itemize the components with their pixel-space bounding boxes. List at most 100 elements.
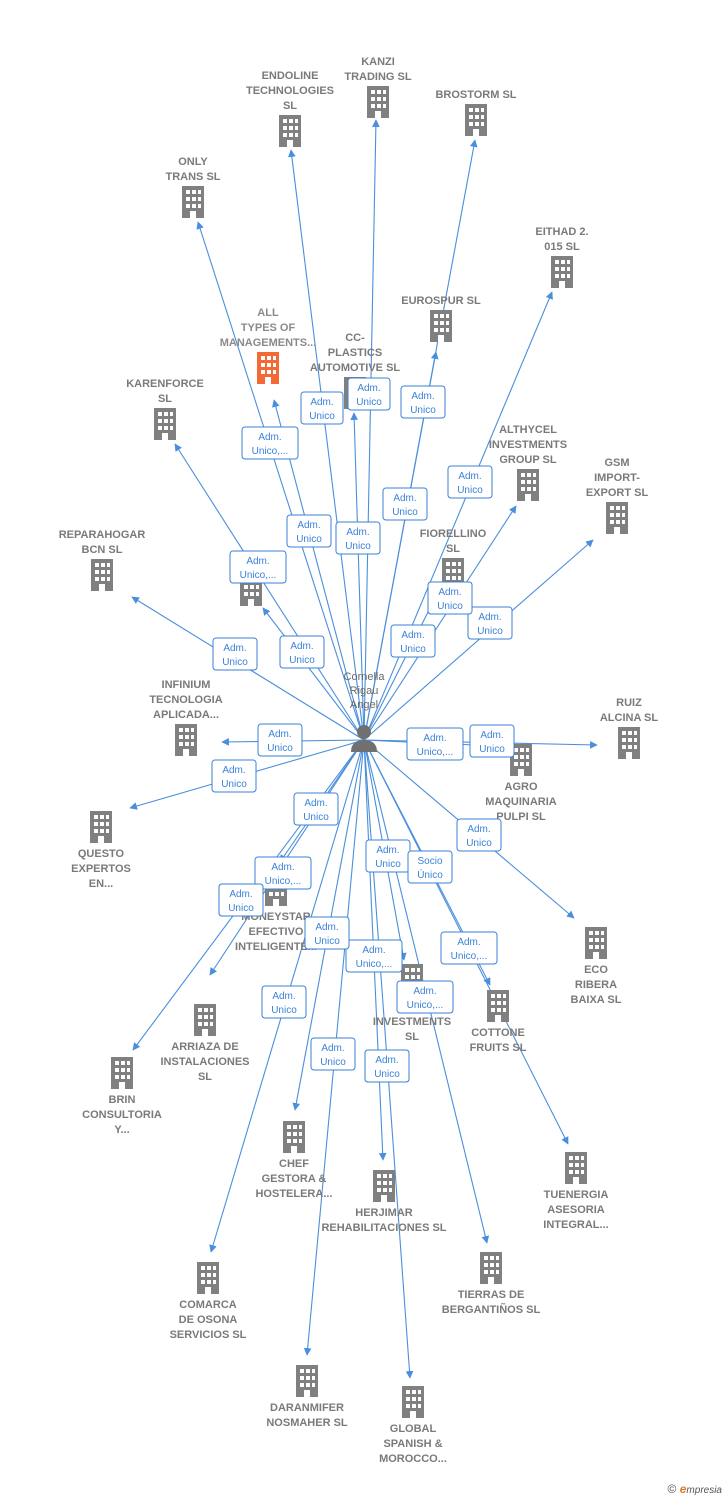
building-icon (606, 502, 628, 534)
edge-karenforce (174, 443, 365, 741)
company-name-line: TRADING SL (344, 71, 412, 83)
edge-label-eco[interactable]: Adm.Unico (456, 818, 502, 852)
role-text: Adm. (321, 1043, 344, 1054)
edge-label-box (212, 637, 258, 671)
edge-label-ruiz[interactable]: Adm.Unico (469, 724, 515, 758)
edge-label-moneystar[interactable]: Adm. Unico (293, 792, 339, 826)
edge-label-comarca[interactable]: Adm.Unico (304, 916, 350, 950)
edge-label-tuenergia[interactable]: Adm.Unico,... (396, 980, 454, 1014)
edge-label-cottone[interactable]: Adm.Unico,... (440, 931, 498, 965)
company-node-eithad[interactable]: EITHAD 2.015 SL (535, 226, 589, 288)
edge-label-moneystar2[interactable]: Adm.Unico,... (254, 856, 312, 890)
role-text: Adm. (223, 643, 246, 654)
company-name-line: PULPI SL (496, 811, 546, 823)
role-text: Unico,... (240, 570, 277, 581)
company-name-line: BERGANTIÑOS SL (442, 1303, 541, 1316)
edge-label-fiorellino2[interactable]: Adm.Unico (427, 581, 473, 615)
edge-label-box (257, 723, 303, 757)
company-node-karenforce[interactable]: KARENFORCE SL (126, 378, 204, 440)
company-node-eurospur[interactable]: EUROSPUR SL (401, 295, 481, 342)
company-name-line: ALCINA SL (600, 712, 659, 724)
edge-label-reparahogar[interactable]: Adm.Unico (212, 637, 258, 671)
building-icon (367, 86, 389, 118)
role-text: Unico (374, 1069, 400, 1080)
edge-label-agro[interactable]: Adm.Unico,... (406, 727, 464, 761)
company-name-line: COTTONE (471, 1027, 525, 1039)
company-name-line: BROSTORM SL (435, 89, 516, 101)
edge-label-brin[interactable]: Adm.Unico (218, 883, 264, 917)
building-icon (279, 115, 301, 147)
company-name-line: INFINIUM (162, 679, 211, 691)
company-name-line: TECHNOLOGIES (246, 85, 334, 97)
company-name-line: FRUITS SL (470, 1042, 527, 1054)
person-name-line: Rigau (350, 685, 379, 697)
person-name-line: Angel (350, 699, 378, 711)
company-name-line: KARENFORCE (126, 378, 204, 390)
role-text: Adm. (393, 493, 416, 504)
edge-label-herjimar[interactable]: Adm.Unico,... (345, 939, 403, 973)
company-name-line: REPARAHOGAR (59, 529, 146, 541)
edge-label-endoline[interactable]: Adm.Unico (300, 391, 344, 425)
edge-label-kanzi[interactable]: Adm.Unico (347, 377, 391, 411)
edge-label-brostorm[interactable]: Adm. Unico (400, 385, 446, 419)
role-text: Unico (375, 859, 401, 870)
edge-label-chef[interactable]: Adm.Unico (261, 985, 307, 1019)
edge-label-ccplastics[interactable]: Adm.Unico (335, 521, 381, 555)
edge-label-ho[interactable]: Adm.Unico (365, 839, 411, 873)
building-icon (111, 1057, 133, 1089)
role-text: Unico,... (451, 951, 488, 962)
building-icon (465, 104, 487, 136)
edge-label-daranmifer[interactable]: Adm.Unico (310, 1037, 356, 1071)
company-node-questo[interactable]: QUESTOEXPERTOSEN... (71, 811, 131, 890)
company-name-line: PLASTICS (328, 347, 382, 359)
edge-label-questo[interactable]: Adm.Unico (211, 759, 257, 793)
edge-label-alltypes[interactable]: Adm.Unico,... (241, 426, 299, 460)
role-text: Adm. (290, 641, 313, 652)
edge-label-fiorellino[interactable]: Adm.Unico (390, 624, 436, 658)
edge-label-eithad[interactable]: Adm.Unico (447, 465, 493, 499)
edge-label-infinium[interactable]: Adm.Unico (257, 723, 303, 757)
company-node-brin[interactable]: BRINCONSULTORIAY... (82, 1057, 162, 1136)
building-icon (296, 1365, 318, 1397)
role-text: Unico (410, 405, 436, 416)
role-text: Adm. (304, 798, 327, 809)
company-node-tuenergia[interactable]: TUENERGIAASESORIAINTEGRAL... (543, 1152, 609, 1231)
edge-label-eurospur[interactable]: Adm.Unico (382, 487, 428, 521)
edge-label-only[interactable]: Adm.Unico (286, 514, 332, 548)
role-text: Adm. (411, 391, 434, 402)
edge-label-global[interactable]: Adm.Unico (364, 1049, 410, 1083)
company-node-cottone[interactable]: COTTONE FRUITS SL (470, 990, 527, 1054)
company-name-line: SL (158, 393, 172, 405)
edge-label-sit[interactable]: Adm.Unico (279, 635, 325, 669)
edge-label-gsm[interactable]: Adm.Unico (467, 606, 513, 640)
company-node-infinium[interactable]: INFINIUMTECNOLOGIAAPLICADA... (149, 679, 223, 756)
role-text: Unico (303, 812, 329, 823)
edge-label-box (241, 426, 299, 460)
company-node-brostorm[interactable]: BROSTORM SL (435, 89, 517, 136)
edge-label-box (218, 883, 264, 917)
edge-label-karenforce[interactable]: Adm.Unico,... (229, 550, 287, 584)
role-text: Unico (356, 397, 382, 408)
company-name-line: MOROCCO... (379, 1453, 447, 1465)
